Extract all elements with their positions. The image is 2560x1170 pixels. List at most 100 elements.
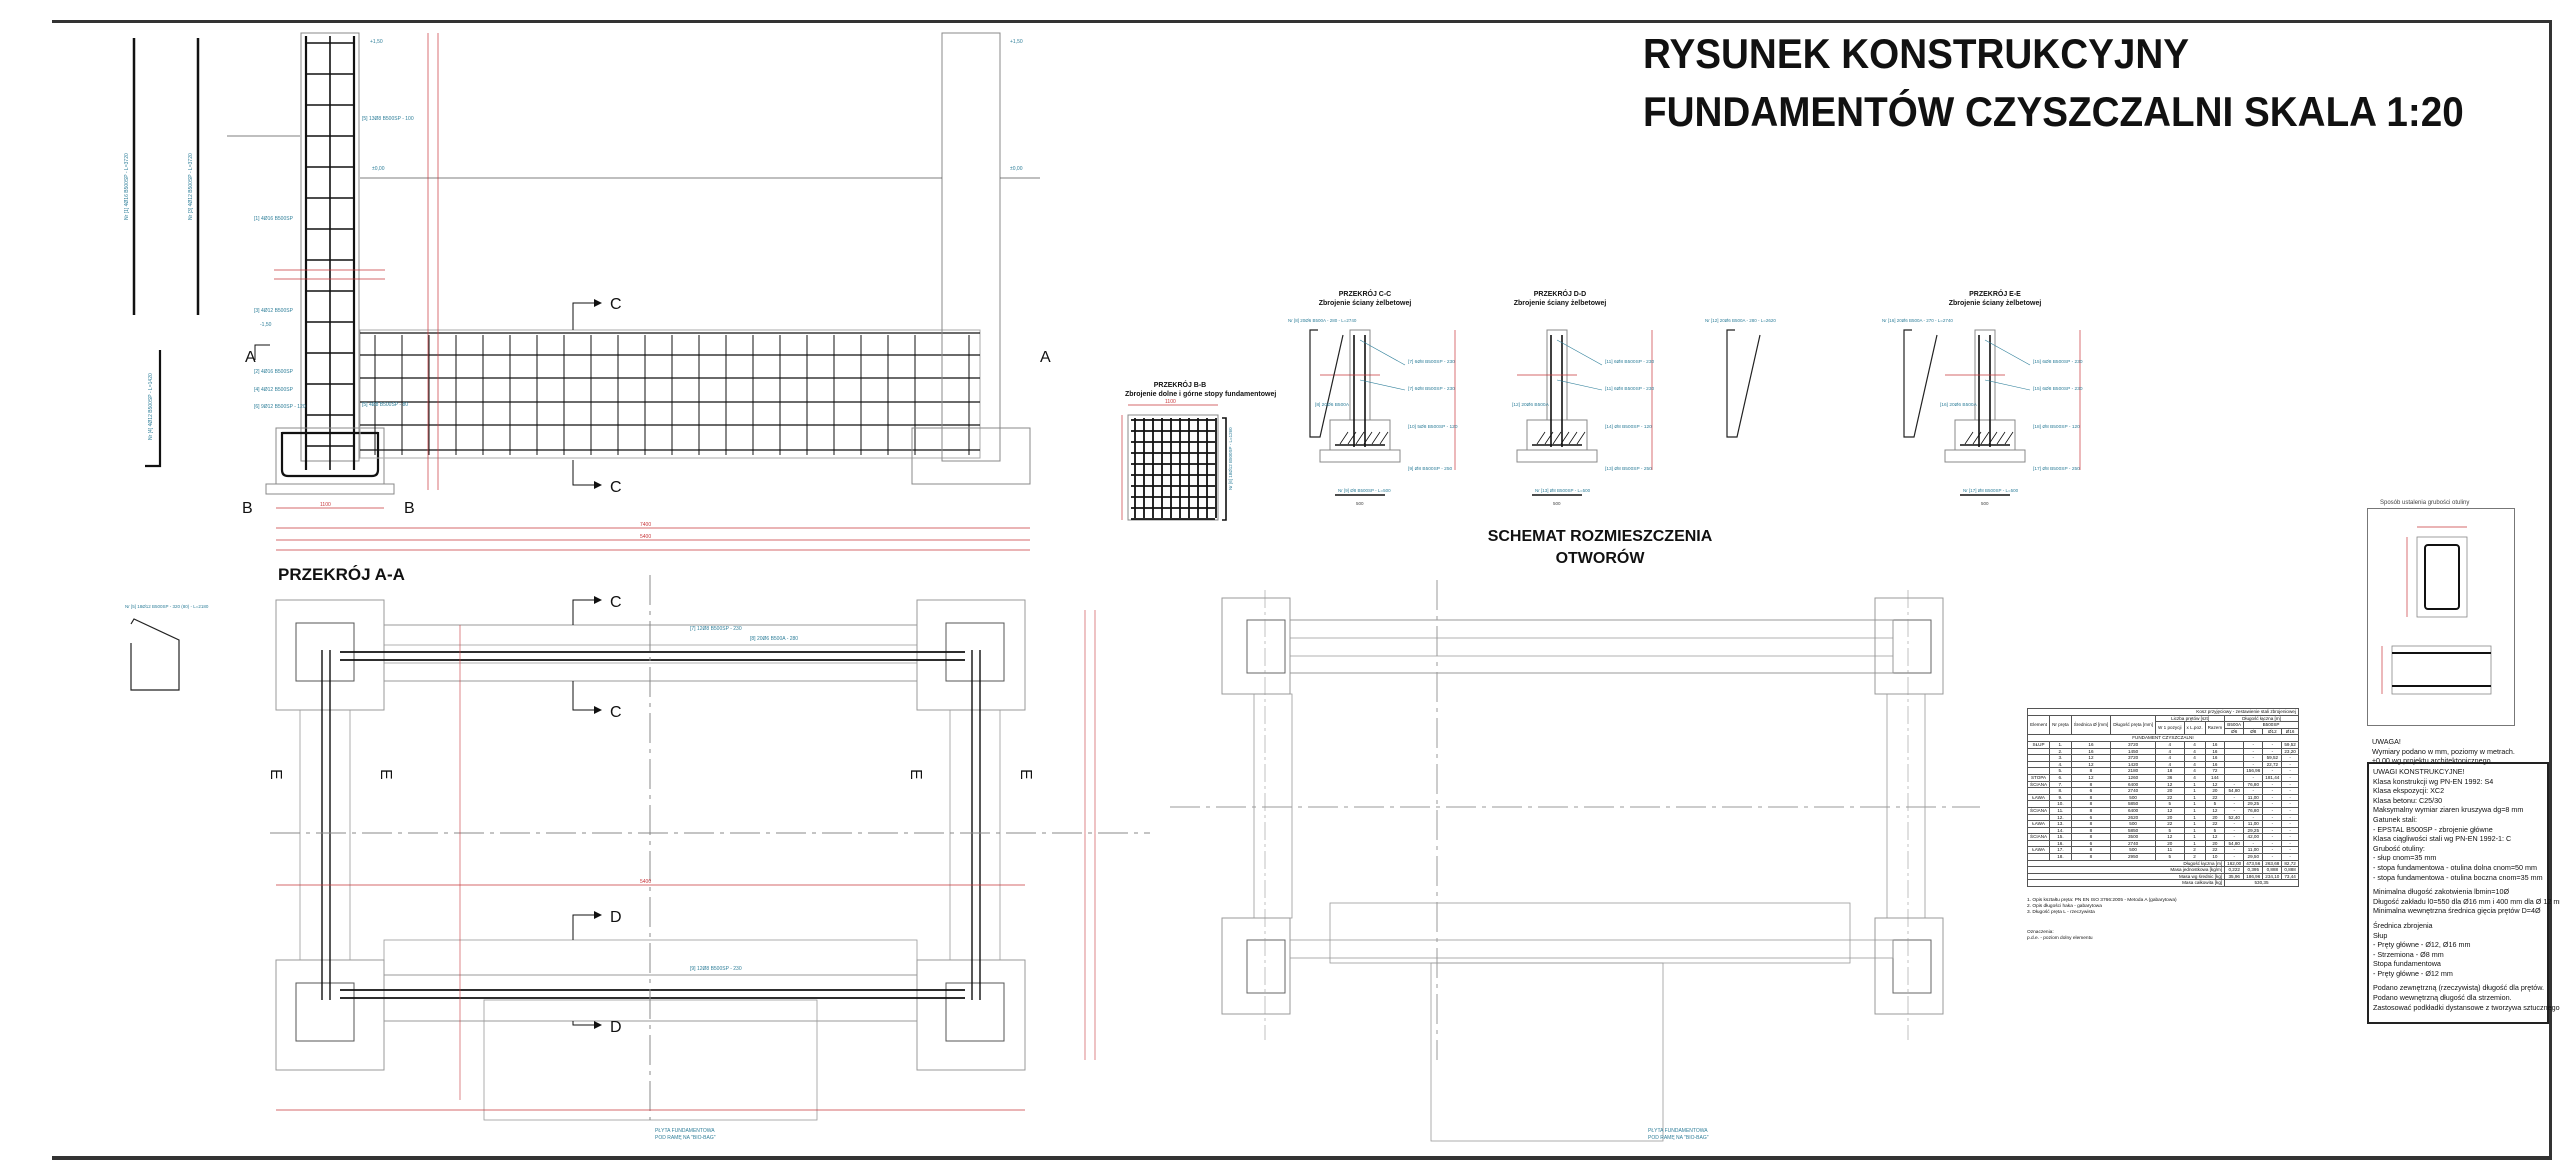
construction-note-line: Grubość otuliny: bbox=[2373, 843, 2425, 853]
footing-hatch bbox=[1339, 431, 1349, 445]
section-ee-drawing: [15] 6Ø8 B500SP - 230[15] 6Ø8 B500SP - 2… bbox=[1882, 318, 2083, 506]
col-count-w1: W 1 pozycji bbox=[2155, 721, 2185, 736]
rebar-label: [10] 5Ø8 B500SP - 120 bbox=[1408, 424, 1458, 430]
summary-d16: 0,888 bbox=[2281, 866, 2299, 874]
summary-label: Masa całkowita [kg] bbox=[2026, 879, 2226, 888]
schemat-label-plyta2: POD RAMĘ NA "BIO-BAG" bbox=[1648, 1135, 1709, 1141]
drawing-title-line1: RYSUNEK KONSTRUKCYJNY bbox=[1643, 30, 2190, 77]
cell-w1: 22 bbox=[2155, 820, 2185, 828]
cell-d6: 52,40 bbox=[2224, 813, 2245, 822]
rebar-label: [18] Ø8 B500SP - 120 bbox=[2033, 424, 2080, 430]
cell-nr: 7. bbox=[2049, 780, 2072, 789]
rebar-label: [8] 20Ø6 B500A bbox=[1315, 402, 1350, 408]
section-dd-title: PRZEKRÓJ D-D Zbrojenie ściany żelbetowej bbox=[1510, 290, 1610, 308]
cell-w1: 12 bbox=[2155, 806, 2185, 815]
cell-d16: - bbox=[2281, 767, 2299, 775]
col-total-length-group: Długość łączna [m] bbox=[2224, 714, 2299, 723]
summary-d6: 35,96 bbox=[2224, 872, 2245, 881]
section-ee-title: PRZEKRÓJ E-E Zbrojenie ściany żelbetowej bbox=[1945, 290, 2045, 308]
construction-note-line: Klasa konstrukcji wg PN-EN 1992: S4 bbox=[2373, 776, 2494, 786]
construction-note-line: Klasa betonu: C25/30 bbox=[2373, 795, 2443, 805]
section-aa-elevation: 1100 7400 5400 [5] 13Ø8 B500SP - 100 [1]… bbox=[227, 32, 1051, 551]
plan-marker-e-4: E bbox=[1017, 769, 1034, 780]
cell-d: 8 bbox=[2070, 820, 2112, 828]
rebar-label: [12] 20Ø6 B500A bbox=[1512, 402, 1550, 408]
cell-element bbox=[2026, 760, 2051, 769]
section-cc-drawing: [7] 6Ø8 B500SP - 230[7] 6Ø8 B500SP - 230… bbox=[1288, 318, 1458, 506]
footing-hatch bbox=[1379, 431, 1389, 445]
cell-w1: 5 bbox=[2155, 800, 2185, 808]
dim-label: 500 bbox=[1356, 501, 1364, 506]
label-bar1-short: [1] 4Ø16 B500SP bbox=[254, 216, 294, 222]
cell-d: 6 bbox=[2070, 787, 2112, 795]
cell-d: 8 bbox=[2070, 853, 2112, 861]
cell-razem: 5 bbox=[2204, 800, 2226, 808]
section-ee-subtitle: Zbrojenie ściany żelbetowej bbox=[1948, 300, 2042, 307]
cell-d16: - bbox=[2281, 839, 2299, 848]
construction-note-line: Słup bbox=[2373, 930, 2388, 940]
section-marker-b-left: B bbox=[242, 500, 253, 517]
cell-d12: - bbox=[2262, 806, 2283, 815]
plan-marker-d-bottom: D bbox=[610, 1019, 622, 1036]
footing-hatch bbox=[1371, 431, 1381, 445]
construction-note-line: Zastosować podkładki dystansowe z tworzy… bbox=[2373, 1002, 2560, 1012]
cell-w1: 4 bbox=[2155, 740, 2185, 749]
cell-razem: 16 bbox=[2204, 740, 2226, 749]
label-bar1: Nr [1] 4Ø16 B500SP - L=3720 bbox=[124, 153, 130, 220]
cell-d16: - bbox=[2281, 787, 2299, 795]
cell-d12: - bbox=[2262, 839, 2283, 848]
construction-note-line: Minimalna wewnętrzna średnica gięcia prę… bbox=[2373, 906, 2541, 916]
cell-len: 2180 bbox=[2110, 767, 2157, 775]
level-zero-right: ±0,00 bbox=[1010, 166, 1023, 172]
cover-detail-drawing bbox=[2381, 526, 2492, 695]
cell-len: 6400 bbox=[2110, 780, 2157, 789]
cell-d: 8 bbox=[2070, 806, 2112, 815]
bar-detail-column-bars: Nr [1] 4Ø16 B500SP - L=3720 Nr [3] 4Ø12 … bbox=[124, 38, 200, 468]
summary-d12: 0,888 bbox=[2262, 866, 2283, 874]
cell-d6: - bbox=[2224, 800, 2245, 808]
cell-element bbox=[2026, 839, 2051, 848]
schemat-otworow-plan: PŁYTA FUNDAMENTOWA POD RAMĘ NA "BIO-BAG" bbox=[1170, 580, 1980, 1142]
cell-w1: 20 bbox=[2155, 813, 2185, 822]
cell-razem: 20 bbox=[2204, 787, 2226, 795]
cell-x: 4 bbox=[2183, 773, 2206, 782]
section-cc-title: PRZEKRÓJ C-C Zbrojenie ściany żelbetowej bbox=[1315, 290, 1415, 308]
construction-note-line: Średnica zbrojenia bbox=[2373, 920, 2433, 930]
cell-d: 6 bbox=[2070, 839, 2112, 848]
cell-len: 500 bbox=[2110, 793, 2157, 802]
bar-shape-detail bbox=[1903, 329, 1938, 438]
table-notes: 1. Opis kształtu pręta: PN EN ISO 3766:2… bbox=[2027, 898, 2177, 916]
cell-d8: 29,25 bbox=[2243, 826, 2264, 835]
cell-d8: 42,00 bbox=[2243, 833, 2264, 841]
rebar-full-label: Nr [8] 20Ø6 B500A - 280 - L=2740 bbox=[1288, 318, 1357, 323]
cell-x: 1 bbox=[2183, 839, 2206, 848]
cell-d8: - bbox=[2243, 760, 2264, 769]
section-bb-mesh: 1100 Nr [6] 18Ø12 B500SP - L=1260 bbox=[1121, 399, 1233, 521]
footing-hatch bbox=[1964, 431, 1974, 445]
cell-x: 1 bbox=[2183, 780, 2206, 789]
construction-note-line: Podano wewnętrzną długość dla strzemion. bbox=[2373, 993, 2512, 1003]
cell-element bbox=[2026, 800, 2051, 808]
rebar-foot-label: Nr [9] Ø8 B500SP - L=500 bbox=[1338, 488, 1391, 493]
level-top-right: +1,50 bbox=[1010, 39, 1023, 45]
cell-d16: - bbox=[2281, 806, 2299, 815]
cell-d6 bbox=[2224, 740, 2245, 749]
cell-d12: - bbox=[2262, 793, 2283, 802]
cell-element: ŚCIANA bbox=[2026, 806, 2051, 815]
cell-element: ŚCIANA bbox=[2026, 780, 2051, 789]
cell-d8: 29,50 bbox=[2243, 853, 2264, 861]
footing-hatch bbox=[1576, 431, 1586, 445]
rebar-label: [11] 6Ø8 B500SP - 230 bbox=[1605, 359, 1654, 365]
cover-detail-caption: Sposób ustalenia grubości otuliny bbox=[2380, 500, 2470, 506]
cell-w1: 36 bbox=[2155, 773, 2185, 782]
cell-razem: 22 bbox=[2204, 793, 2226, 802]
cell-d16: - bbox=[2281, 773, 2299, 782]
construction-note-line: Maksymalny wymiar ziaren kruszywa dg=8 m… bbox=[2373, 805, 2524, 815]
cell-len: 5850 bbox=[2110, 826, 2157, 835]
leader bbox=[1984, 379, 2031, 391]
rebar-label: [9] Ø8 B500SP - 250 bbox=[1408, 466, 1453, 472]
section-marker-b-right: B bbox=[404, 500, 415, 517]
